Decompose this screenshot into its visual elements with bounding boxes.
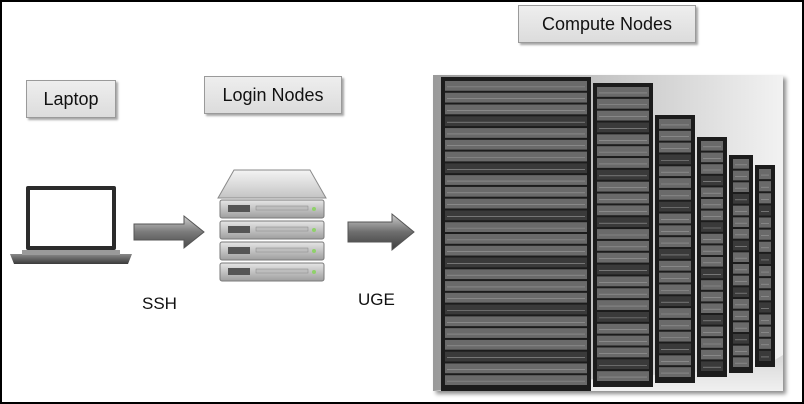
login-nodes-label: Login Nodes: [204, 76, 342, 114]
compute-nodes-label: Compute Nodes: [518, 5, 696, 43]
ssh-label: SSH: [142, 294, 177, 313]
laptop-label: Laptop: [26, 80, 116, 118]
laptop-icon: [10, 186, 132, 264]
right-arrow-icon: [347, 212, 415, 252]
server-rack-photo: [433, 75, 783, 391]
server-stack-icon: [217, 169, 327, 282]
uge-label: UGE: [358, 290, 395, 309]
right-arrow-icon: [133, 214, 205, 250]
